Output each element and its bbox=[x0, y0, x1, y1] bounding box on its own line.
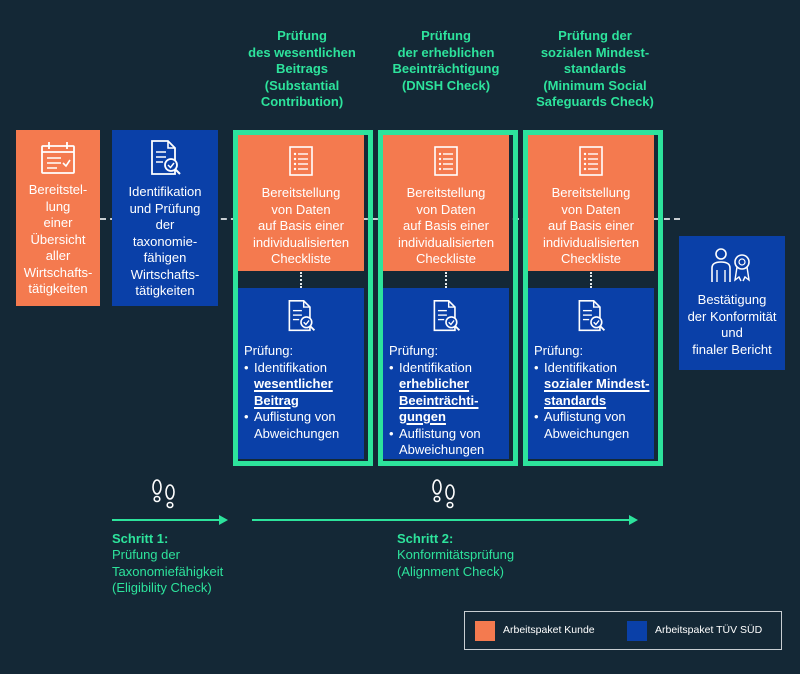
bullet-prefix: Identifikation bbox=[254, 359, 327, 375]
box-identification: Identifikation und Prüfung der taxonomie… bbox=[112, 130, 218, 306]
bold-term-line: Beeinträchti- bbox=[399, 392, 479, 408]
legend: Arbeitspaket Kunde Arbeitspaket TÜV SÜD bbox=[464, 611, 782, 650]
step-1-subtitle: Prüfung der Taxonomiefähigkeit (Eligibil… bbox=[112, 547, 224, 595]
step-1-arrow bbox=[112, 519, 220, 521]
box-overview: Bereitstel- lung einer Übersicht aller W… bbox=[16, 130, 100, 306]
data-box-3-text: Bereitstellung von Daten auf Basis einer… bbox=[542, 185, 640, 266]
heading-minimum-safeguards: Prüfung der sozialen Mindest- standards … bbox=[536, 28, 654, 109]
checklist-icon bbox=[434, 146, 458, 176]
data-box-3: Bereitstellung von Daten auf Basis einer… bbox=[528, 135, 654, 271]
bullet-text-continued: Abweichungen bbox=[544, 425, 630, 441]
check-label: Prüfung: bbox=[534, 343, 584, 358]
document-magnifier-icon bbox=[578, 299, 606, 332]
bullet-identification: • Identifikation wesentlicher Beitrag bbox=[244, 359, 333, 408]
bullet-text-continued: Abweichungen bbox=[399, 442, 485, 457]
check-text-1: Prüfung: • Identifikation wesentlicher B… bbox=[244, 343, 362, 442]
bullet-prefix: Identifikation bbox=[399, 359, 472, 375]
data-box-1: Bereitstellung von Daten auf Basis einer… bbox=[238, 135, 364, 271]
document-magnifier-icon bbox=[151, 140, 181, 175]
box-confirmation-text: Bestätigung der Konformität und finaler … bbox=[687, 292, 777, 357]
frame-dnsh-check bbox=[378, 130, 518, 466]
data-box-2-text: Bereitstellung von Daten auf Basis einer… bbox=[397, 185, 495, 266]
step-2-subtitle: Konformitätsprüfung (Alignment Check) bbox=[397, 547, 515, 579]
box-overview-text: Bereitstel- lung einer Übersicht aller W… bbox=[23, 182, 93, 296]
check-label: Prüfung: bbox=[244, 343, 294, 358]
bullet-deviations: • Auflistung von bbox=[244, 409, 336, 424]
certified-person-icon bbox=[711, 248, 750, 282]
legend-swatch-tuv bbox=[627, 621, 647, 641]
step-2-arrow-head bbox=[629, 515, 638, 525]
heading-substantial-contribution: Prüfung des wesentlichen Beitrags (Subst… bbox=[248, 28, 356, 109]
data-box-2: Bereitstellung von Daten auf Basis einer… bbox=[383, 135, 509, 271]
bullet-prefix: Identifikation bbox=[544, 359, 617, 375]
document-magnifier-icon bbox=[433, 299, 461, 332]
check-text-2: Prüfung: • Identifikation erheblicher Be… bbox=[389, 343, 507, 459]
calendar-icon bbox=[41, 142, 75, 174]
bold-term-line: Beitrag bbox=[254, 392, 299, 408]
check-label: Prüfung: bbox=[389, 343, 439, 358]
legend-swatch-customer bbox=[475, 621, 495, 641]
vertical-connector-3 bbox=[590, 272, 592, 288]
bold-term-line: sozialer Mindest- bbox=[544, 376, 650, 391]
bullet-identification: • Identifikation erheblicher Beeinträcht… bbox=[389, 359, 479, 425]
step-2-title: Schritt 2: bbox=[397, 531, 454, 546]
checklist-icon bbox=[289, 146, 313, 176]
bold-term-line: gungen bbox=[399, 409, 446, 424]
check-box-1 bbox=[238, 288, 364, 459]
bullet-deviations: • Auflistung von bbox=[389, 425, 481, 441]
bold-term-line: wesentlicher bbox=[254, 376, 333, 391]
check-box-2 bbox=[383, 288, 509, 459]
data-box-1-text: Bereitstellung von Daten auf Basis einer… bbox=[252, 185, 350, 266]
legend-label-customer: Arbeitspaket Kunde bbox=[503, 624, 595, 636]
checklist-icon bbox=[579, 146, 603, 176]
step-2-arrow bbox=[252, 519, 630, 521]
box-confirmation: Bestätigung der Konformität und finaler … bbox=[679, 236, 785, 370]
bullet-identification: • Identifikation sozialer Mindest- stand… bbox=[534, 359, 650, 408]
bold-term-line: standards bbox=[544, 392, 607, 408]
bullet-text: Auflistung von bbox=[544, 409, 626, 424]
step-1-title: Schritt 1: bbox=[112, 531, 169, 546]
vertical-connector-1 bbox=[300, 272, 302, 288]
box-identification-text: Identifikation und Prüfung der taxonomie… bbox=[128, 184, 202, 298]
footprints-icon bbox=[152, 479, 175, 509]
frame-minimum-safeguards bbox=[523, 130, 663, 466]
document-magnifier-icon bbox=[288, 299, 316, 332]
vertical-connector-2 bbox=[445, 272, 447, 288]
footprints-icon bbox=[432, 479, 455, 509]
bullet-deviations: • Auflistung von bbox=[534, 409, 626, 424]
bullet-text: Auflistung von bbox=[254, 409, 336, 424]
frame-substantial-contribution bbox=[233, 130, 373, 466]
bold-term-line: erheblicher bbox=[399, 376, 470, 391]
legend-label-tuv: Arbeitspaket TÜV SÜD bbox=[655, 624, 763, 636]
step-1-arrow-head bbox=[219, 515, 228, 525]
check-box-3 bbox=[528, 288, 654, 459]
bullet-text: Auflistung von bbox=[399, 425, 481, 441]
heading-dnsh-check: Prüfung der erheblichen Beeinträchtigung… bbox=[392, 28, 500, 93]
check-text-3: Prüfung: • Identifikation sozialer Minde… bbox=[534, 343, 654, 442]
bullet-text-continued: Abweichungen bbox=[254, 425, 340, 441]
